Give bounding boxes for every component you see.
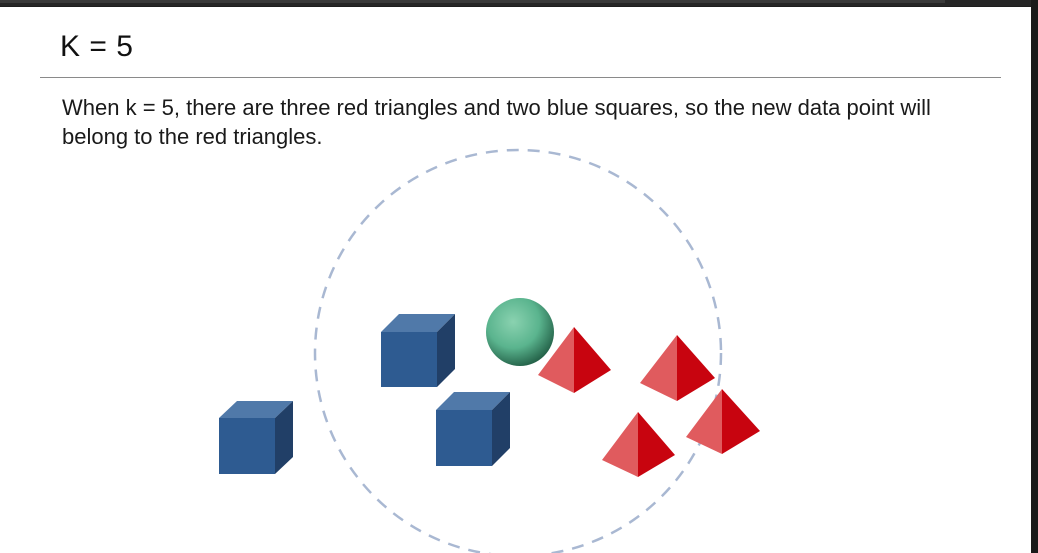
red-triangle-4 (686, 389, 760, 454)
knn-diagram (219, 148, 760, 553)
slide-title: K = 5 (60, 30, 134, 63)
slide: K = 5 When k = 5, there are three red tr… (0, 7, 1031, 553)
title-divider (40, 77, 1001, 78)
window-right-edge (1031, 0, 1038, 553)
blue-square-outside (219, 401, 293, 474)
red-triangle-1 (538, 327, 611, 393)
blue-square-inside-2 (436, 392, 510, 466)
k-neighborhood-boundary (313, 148, 723, 553)
new-data-point-sphere (486, 298, 554, 366)
slide-description: When k = 5, there are three red triangle… (62, 95, 931, 149)
red-triangle-3 (602, 412, 675, 477)
red-triangle-2 (640, 335, 715, 401)
top-bar-accent (0, 0, 945, 3)
window-top-bar (0, 0, 1038, 6)
blue-square-inside-1 (381, 314, 455, 387)
